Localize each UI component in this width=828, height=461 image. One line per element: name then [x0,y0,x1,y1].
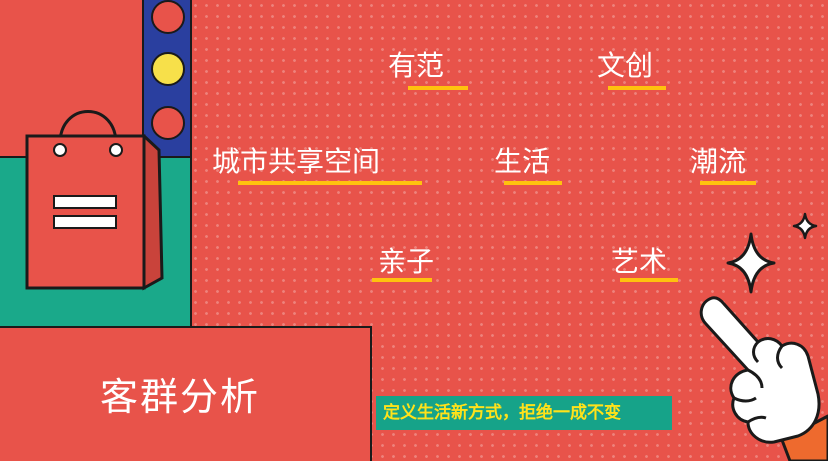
tag-youfan: 有范 [388,49,445,82]
tag-family: 亲子 [378,245,435,278]
bottom-title-block [0,326,372,461]
tag-art: 艺术 [611,245,668,278]
sparkle-icon [792,212,818,240]
circle-icon [151,0,185,34]
tag-underline [504,181,562,185]
circle-icon [151,106,185,140]
tag-underline [372,278,432,282]
tag-underline [408,86,468,90]
tag-underline [620,278,678,282]
circle-icon [151,52,185,86]
tag-underline [608,86,666,90]
pointing-hand-icon [699,296,828,461]
tag-wenchuang: 文创 [597,49,654,82]
tag-trend: 潮流 [690,145,747,178]
blue-strip [142,0,192,158]
tag-underline [238,181,422,185]
page-title: 客群分析 [100,375,261,419]
shopping-bag-icon [25,110,164,291]
tag-life: 生活 [494,145,551,178]
tag-city-space: 城市共享空间 [212,145,381,178]
slogan-banner: 定义生活新方式，拒绝一成不变 [376,396,672,430]
sparkle-icon [726,232,776,294]
tag-underline [700,181,756,185]
top-left-block [0,0,144,160]
